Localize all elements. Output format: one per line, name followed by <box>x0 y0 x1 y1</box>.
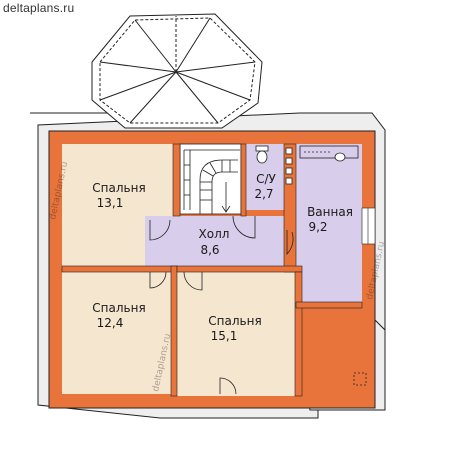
label-bathroom-name: Ванная <box>307 205 353 219</box>
room-hall <box>145 216 285 268</box>
sink-icon <box>285 147 293 185</box>
room-bedroom-3 <box>177 272 295 396</box>
label-bedroom-3-name: Спальня <box>208 314 261 328</box>
label-bedroom-1-area: 13,1 <box>97 196 124 210</box>
toilet-icon <box>255 145 269 164</box>
room-bedroom-2 <box>62 272 171 394</box>
room-bathroom <box>296 144 362 302</box>
label-bedroom-3-area: 15,1 <box>211 329 238 343</box>
staircase-icon <box>183 149 240 214</box>
stair-well <box>179 143 242 215</box>
bathtub-icon <box>299 145 359 162</box>
label-wc-area: 2,7 <box>254 187 273 201</box>
room-labels: Спальня 13,1 Спальня 12,4 Спальня 15,1 Х… <box>92 172 353 343</box>
door-swing-icon <box>149 215 294 395</box>
label-bedroom-2-name: Спальня <box>92 301 145 315</box>
label-hall-area: 8,6 <box>200 243 219 257</box>
windows <box>361 207 376 245</box>
chimney-icon <box>353 372 367 386</box>
bay-roof <box>91 13 263 129</box>
label-bathroom-area: 9,2 <box>308 220 327 234</box>
label-hall-name: Холл <box>199 227 230 241</box>
label-wc-name: С/У <box>256 172 276 186</box>
label-bedroom-2-area: 12,4 <box>97 316 124 330</box>
label-bedroom-1-name: Спальня <box>92 181 145 195</box>
site-label: deltaplans.ru <box>3 1 75 15</box>
partitions <box>61 143 363 397</box>
